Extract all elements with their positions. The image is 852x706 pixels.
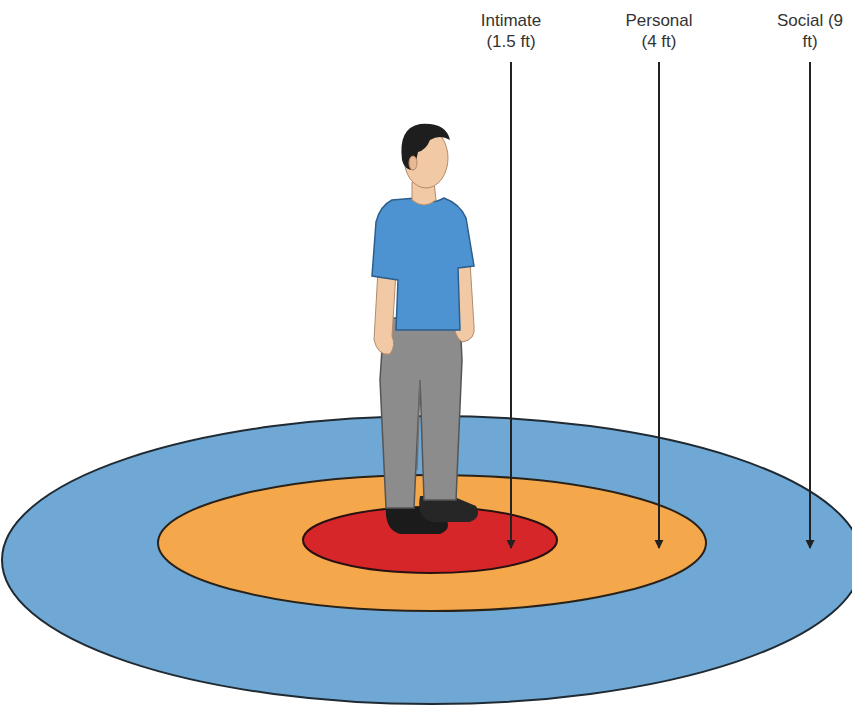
- leader-arrow: [510, 62, 512, 548]
- hair: [401, 124, 450, 170]
- standing-man: [372, 124, 478, 534]
- ear: [409, 156, 417, 170]
- trouser-crease: [417, 380, 420, 470]
- zone-label: Personal (4 ft): [620, 10, 698, 52]
- shirt: [372, 198, 474, 330]
- leader-arrow: [658, 62, 660, 548]
- zone-label: Intimate (1.5 ft): [472, 10, 550, 52]
- leader-arrow: [809, 62, 811, 548]
- zone-label: Social (9 ft): [771, 10, 849, 52]
- left-arm: [374, 270, 396, 354]
